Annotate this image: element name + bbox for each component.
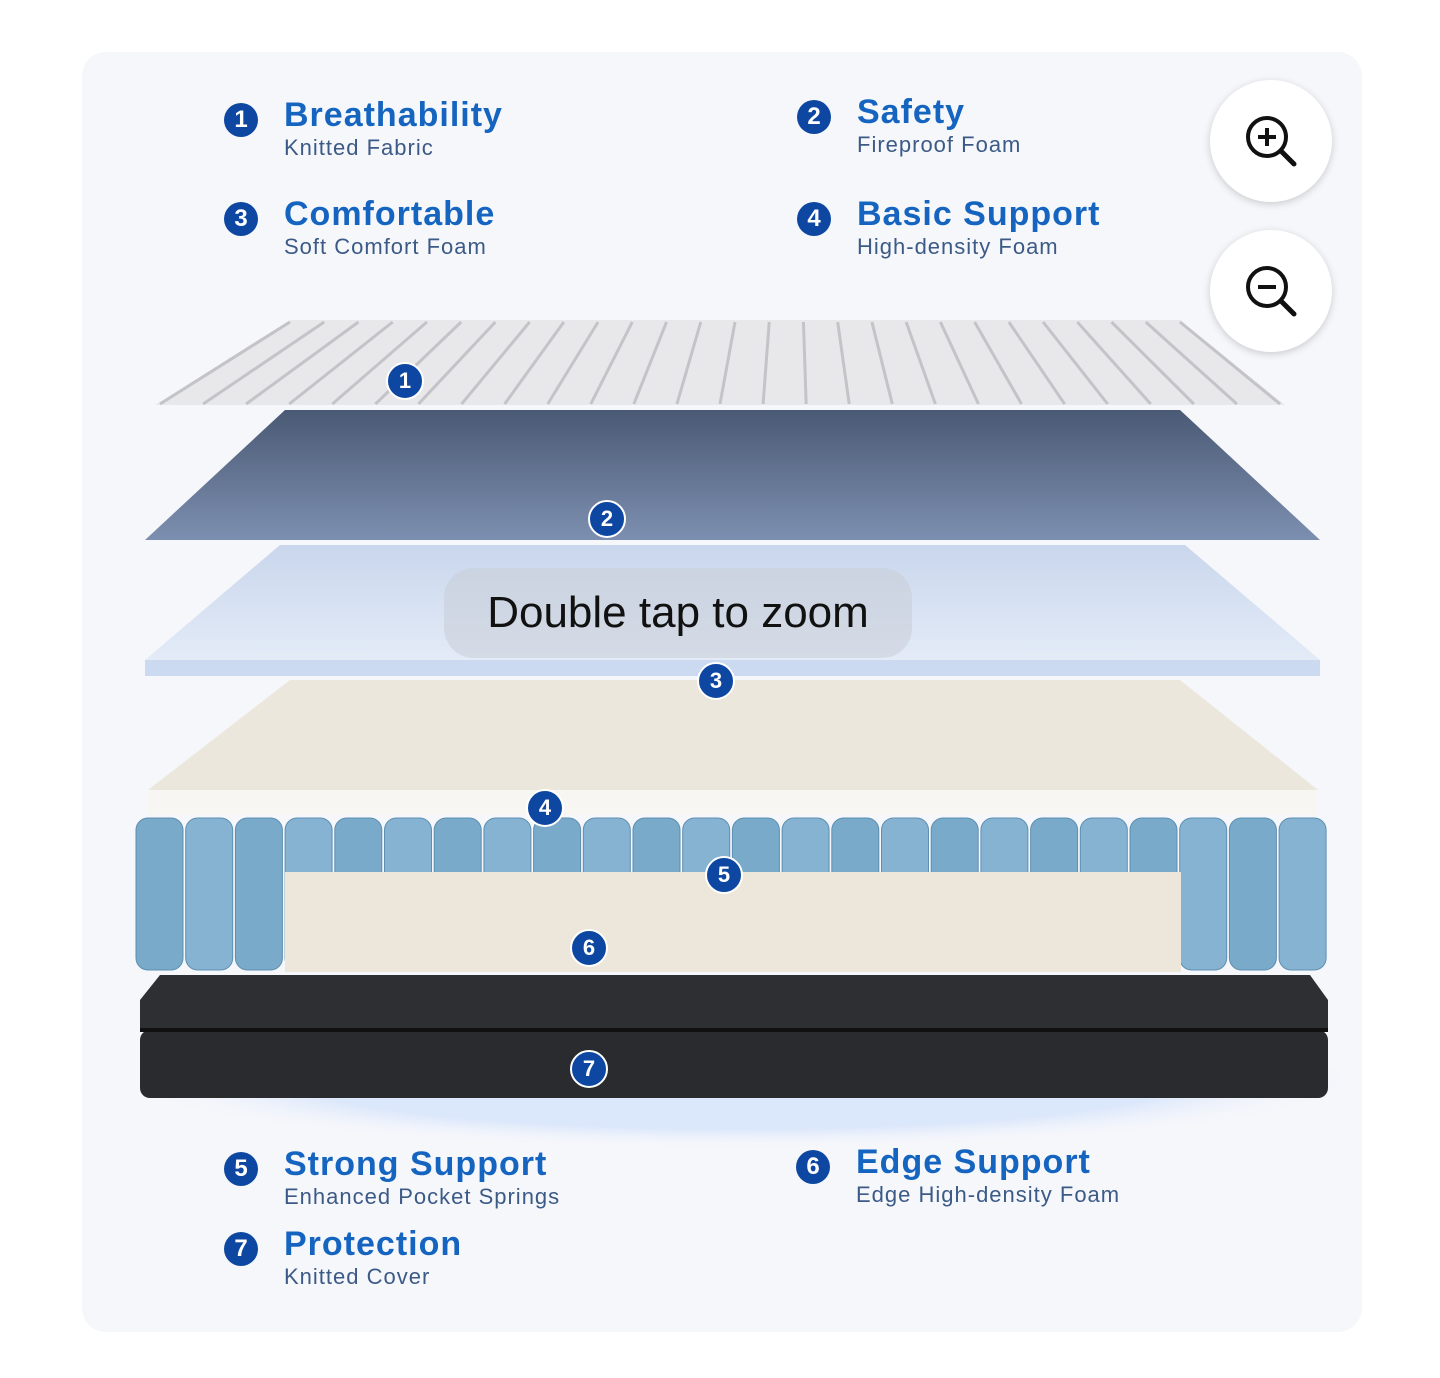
feature-number: 4 [797,202,831,236]
feature-number: 5 [224,1152,258,1186]
feature-title: Breathability [284,96,503,134]
layer-1-knitted-fabric [155,320,1285,406]
fabric-rib [675,321,703,405]
feature-subtitle: Fireproof Foam [857,132,1022,157]
feature-title: Protection [284,1225,463,1263]
pocket-spring [234,817,283,971]
fabric-rib [939,321,980,405]
fabric-rib [331,320,428,406]
layer-badge-4: 4 [526,789,564,827]
feature-number: 6 [796,1150,830,1184]
feature-title: Safety [857,93,966,131]
fabric-rib [589,321,634,405]
layer-badge-2: 2 [588,500,626,538]
fabric-rib [904,321,937,405]
layer-badge-5: 5 [705,856,743,894]
fabric-rib [1041,321,1109,405]
fabric-rib [973,321,1023,405]
fabric-rib [288,320,394,406]
fabric-rib [1144,320,1238,406]
fabric-rib [503,321,566,405]
pocket-spring [1278,817,1327,971]
feature-title: Comfortable [284,195,496,233]
fabric-rib [718,321,737,405]
zoom-out-icon [1246,266,1297,317]
layer-4-high-density-foam [148,680,1318,815]
feature-subtitle: Soft Comfort Foam [284,234,487,259]
fabric-rib [870,321,894,405]
pocket-spring [135,817,184,971]
fabric-rib [1007,321,1066,405]
fabric-rib [546,321,600,405]
layer-badge-7: 7 [570,1050,608,1088]
feature-subtitle: Edge High-density Foam [856,1182,1121,1207]
pocket-spring [185,817,234,971]
feature-title: Strong Support [284,1145,548,1183]
feature-number: 7 [224,1232,258,1266]
fabric-rib [460,321,531,405]
pocket-spring [1228,817,1277,971]
feature-subtitle: Knitted Cover [284,1264,431,1289]
fabric-rib [1179,320,1281,406]
feature-title: Basic Support [857,195,1101,233]
feature-subtitle: Knitted Fabric [284,135,434,160]
zoom-in-button[interactable] [1210,80,1332,202]
feature-number: 1 [224,103,258,137]
feature-number: 2 [797,100,831,134]
feature-number: 3 [224,202,258,236]
layer-badge-3: 3 [697,662,735,700]
feature-subtitle: High-density Foam [857,234,1059,259]
fabric-rib [836,321,851,405]
feature-subtitle: Enhanced Pocket Springs [284,1184,561,1209]
layer-badge-6: 6 [570,929,608,967]
fabric-rib [417,320,497,406]
fabric-rib [801,321,808,405]
zoom-out-button[interactable] [1210,230,1332,352]
fabric-rib [245,320,360,406]
fabric-rib [1076,320,1152,406]
double-tap-hint: Double tap to zoom [444,568,912,658]
fabric-rib [159,320,291,406]
pocket-spring [1179,817,1228,971]
fabric-rib [202,320,326,406]
feature-title: Edge Support [856,1143,1091,1181]
fabric-rib [761,321,771,405]
zoom-in-icon [1246,116,1297,167]
fabric-rib [1110,320,1195,406]
layer-2-fireproof-foam [145,410,1320,540]
layer-badge-1: 1 [386,362,424,400]
layer-7-knitted-cover [140,975,1328,1098]
fabric-rib [632,321,668,405]
